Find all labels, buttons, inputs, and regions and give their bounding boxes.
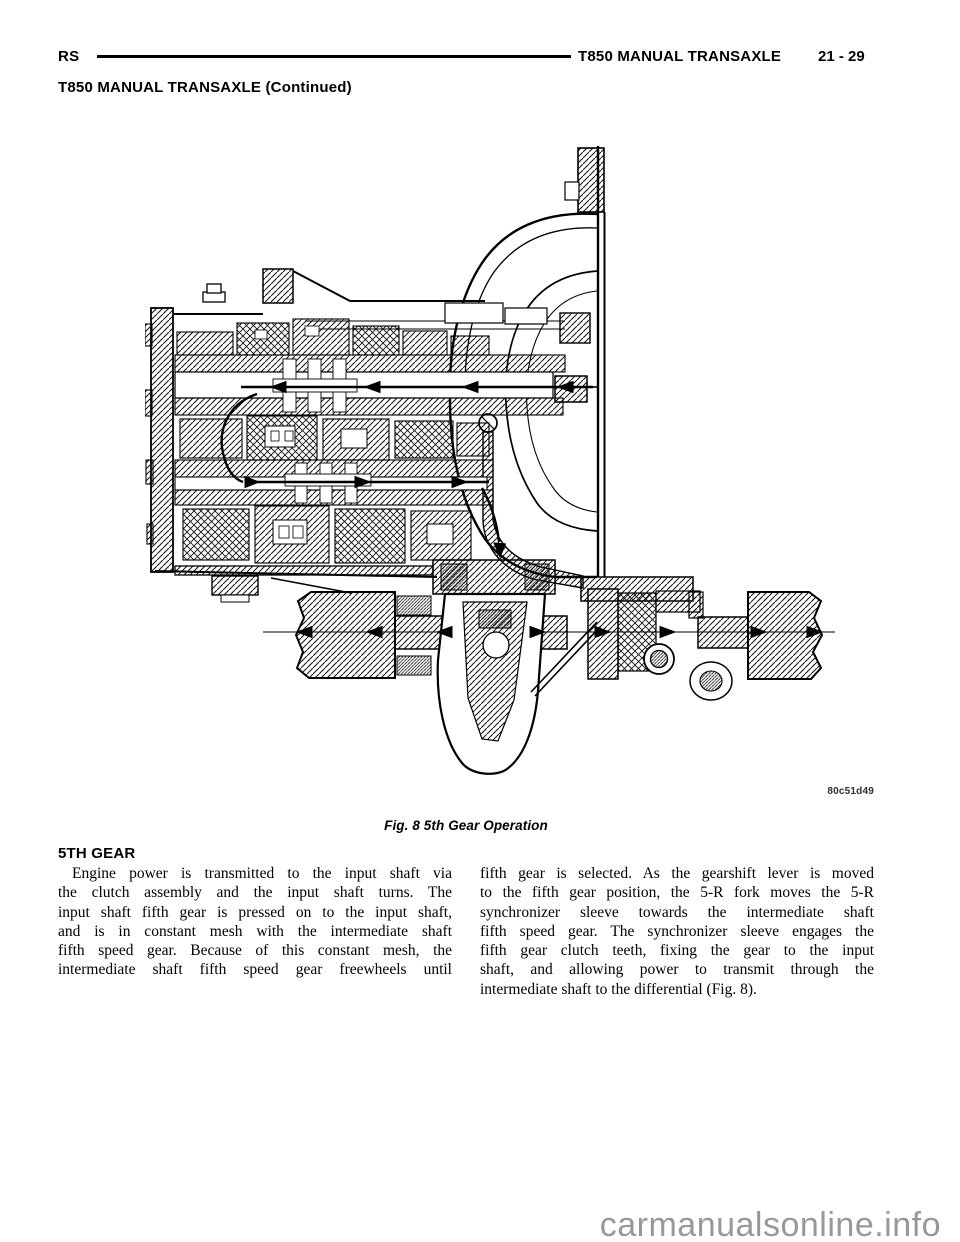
- gearbox-housing: [145, 268, 591, 603]
- figure-image-code: 80c51d49: [827, 786, 874, 797]
- header-page-number: 21 - 29: [818, 48, 865, 65]
- body-line: intermediate shaft fifth speed gear free…: [58, 961, 452, 979]
- axle-assembly: [263, 559, 835, 775]
- body-line: intermediate shaft to the differential (…: [480, 980, 757, 998]
- body-line: Engine power is transmitted to the input…: [72, 865, 452, 882]
- body-line: synchronizer sleeve towards the intermed…: [480, 903, 874, 921]
- flow-arrow-input-to-intermediate: [220, 392, 258, 484]
- figure-caption: Fig. 8 5th Gear Operation: [384, 818, 548, 833]
- left-cv-joint: [294, 591, 396, 679]
- body-line: fifth speed gear. Because of this consta…: [58, 942, 452, 960]
- body-line: fifth gear is selected. As the gearshift…: [480, 865, 874, 882]
- right-cv-joint: [747, 591, 824, 680]
- header-rule: [97, 55, 571, 58]
- body-text: Engine power is transmitted to the input…: [58, 864, 874, 999]
- axle-shaft-right: [697, 616, 749, 649]
- watermark: carmanualsonline.info: [599, 1206, 941, 1242]
- flow-arrow-to-final-drive: [480, 487, 501, 543]
- power-flow-arrows: [220, 380, 824, 639]
- body-line: to the fifth gear position, the 5-R fork…: [480, 884, 874, 902]
- transaxle-cutaway-drawing: [145, 146, 835, 775]
- body-line: fifth gear clutch teeth, fixing the gear…: [480, 942, 874, 960]
- body-line: input shaft fifth gear is pressed on to …: [58, 903, 452, 921]
- continued-heading: T850 MANUAL TRANSAXLE (Continued): [58, 79, 352, 96]
- header-model-code: RS: [58, 48, 80, 65]
- figure-diagram: [145, 140, 845, 785]
- text-column-left: Engine power is transmitted to the input…: [58, 864, 452, 999]
- body-line: fifth speed gear. The synchronizer sleev…: [480, 922, 874, 940]
- input-shaft: [174, 354, 598, 416]
- text-column-right: fifth gear is selected. As the gearshift…: [480, 864, 874, 999]
- body-line: the clutch assembly and the input shaft …: [58, 884, 452, 902]
- header-section-title: T850 MANUAL TRANSAXLE: [578, 48, 782, 65]
- body-line: and is in constant mesh with the interme…: [58, 922, 452, 940]
- synchronizer-row: [179, 415, 490, 461]
- gear-cluster-upper: [176, 318, 490, 356]
- gear-cluster-lower: [182, 505, 472, 564]
- body-line: shaft, and allowing power to transmit th…: [480, 961, 874, 979]
- section-heading: 5TH GEAR: [58, 845, 136, 862]
